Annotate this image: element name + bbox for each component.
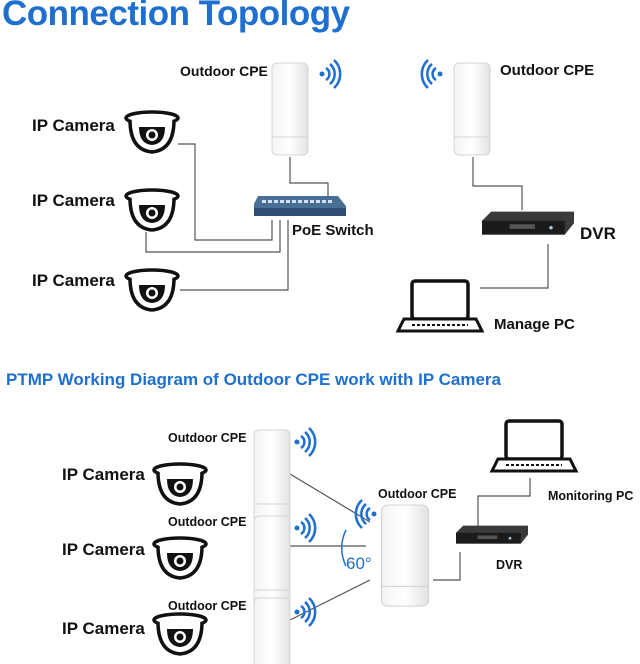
dome-camera-icon [124, 268, 180, 312]
pc-label: Monitoring PC [548, 489, 634, 503]
dvr-label: DVR [496, 558, 523, 572]
camera-label: IP Camera [32, 116, 115, 135]
cpe-antenna-icon [380, 504, 430, 607]
cpe-label: Outdoor CPE [378, 487, 457, 501]
camera-label: IP Camera [32, 271, 115, 290]
wifi-signal-icon [420, 58, 444, 90]
dome-camera-icon [152, 612, 208, 656]
dome-camera-icon [124, 188, 180, 232]
diagram-subtitle: PTMP Working Diagram of Outdoor CPE work… [6, 370, 501, 389]
cpe-label: Outdoor CPE [168, 515, 247, 529]
dome-camera-icon [152, 462, 208, 506]
page-title: Connection Topology [2, 0, 350, 33]
wifi-signal-icon [354, 498, 378, 530]
camera-label: IP Camera [62, 540, 145, 559]
dvr-icon [456, 525, 528, 544]
top-wires [145, 143, 549, 291]
camera-label: IP Camera [62, 465, 145, 484]
cpe-antenna-icon [253, 429, 291, 523]
cpe-antenna-icon [271, 62, 309, 156]
cpe-label: Outdoor CPE [180, 63, 268, 79]
angle-label: 60° [346, 554, 372, 573]
cpe-label: Outdoor CPE [168, 599, 247, 613]
poe-switch-icon [254, 196, 346, 216]
cpe-antenna-icon [253, 515, 291, 609]
dome-camera-icon [124, 110, 180, 154]
wifi-signal-icon [293, 426, 317, 458]
dvr-icon [482, 211, 574, 235]
camera-label: IP Camera [32, 191, 115, 210]
wifi-signal-icon [293, 596, 317, 628]
pc-label: Manage PC [494, 316, 575, 333]
camera-label: IP Camera [62, 619, 145, 638]
wifi-signal-icon [293, 512, 317, 544]
cpe-antenna-icon [453, 62, 491, 156]
dvr-label: DVR [580, 224, 616, 243]
cpe-label: Outdoor CPE [168, 431, 247, 445]
laptop-icon [396, 279, 484, 333]
cpe-antenna-icon [253, 597, 291, 664]
wifi-signal-icon [318, 58, 342, 90]
angle-arc [340, 529, 347, 567]
dome-camera-icon [152, 536, 208, 580]
switch-label: PoE Switch [292, 222, 374, 239]
laptop-icon [490, 419, 578, 473]
cpe-label: Outdoor CPE [500, 62, 595, 79]
